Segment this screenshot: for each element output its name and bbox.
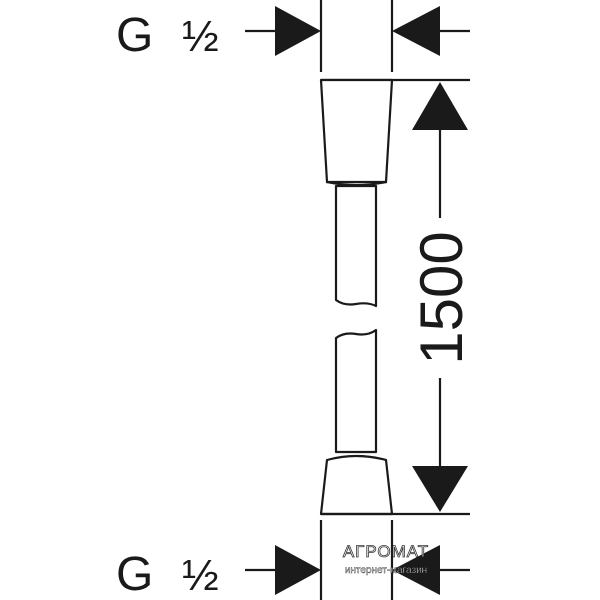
bottom-left-arrow bbox=[275, 545, 321, 595]
watermark: АГРОМАТ интернет-магазин bbox=[342, 542, 429, 577]
length-top-arrow bbox=[412, 82, 468, 130]
hose-upper-segment bbox=[334, 184, 378, 308]
length-value-label: 1500 bbox=[408, 231, 475, 364]
bottom-right-arrow bbox=[392, 545, 440, 595]
top-right-arrow bbox=[392, 6, 440, 56]
shower-hose bbox=[319, 78, 470, 516]
bottom-width-dimension bbox=[245, 520, 470, 600]
top-thread-fraction: ½ bbox=[182, 12, 219, 61]
bottom-thread-fraction: ½ bbox=[182, 551, 219, 600]
watermark-brand: АГРОМАТ bbox=[343, 542, 429, 561]
length-bottom-arrow bbox=[412, 466, 468, 512]
watermark-tagline: интернет-магазин bbox=[345, 565, 427, 576]
length-dimension: 1500 bbox=[408, 82, 475, 512]
top-width-dimension bbox=[245, 0, 470, 72]
top-fitting bbox=[319, 78, 394, 187]
hose-lower-segment bbox=[334, 328, 378, 454]
bottom-fitting bbox=[319, 454, 394, 516]
top-thread-label: G ½ bbox=[116, 9, 219, 62]
top-thread-letter: G bbox=[116, 9, 153, 62]
top-left-arrow bbox=[275, 6, 321, 56]
bottom-thread-letter: G bbox=[116, 548, 153, 600]
bottom-thread-label: G ½ bbox=[116, 548, 219, 600]
